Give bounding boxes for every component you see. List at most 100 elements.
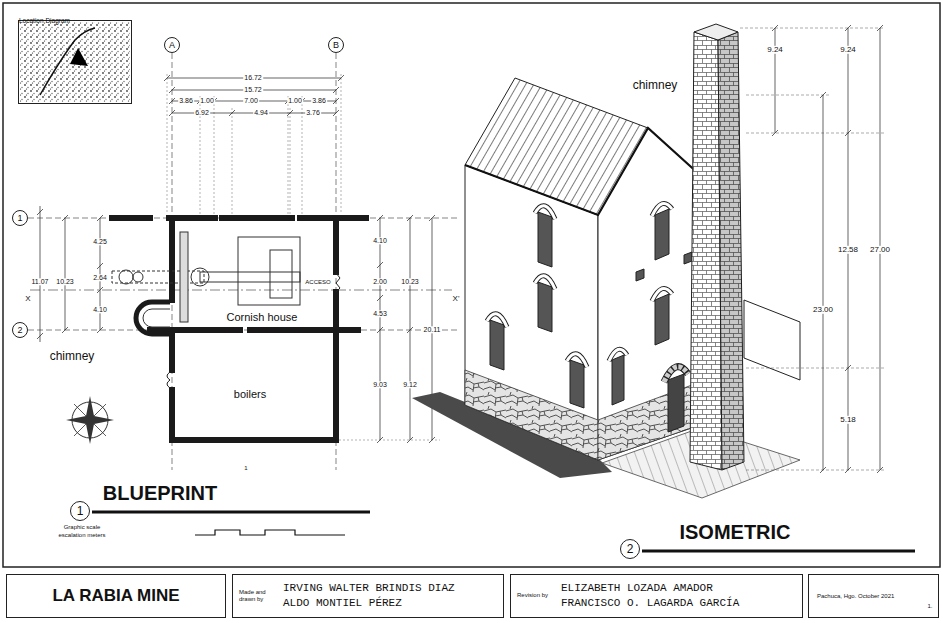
axis-label: X': [452, 295, 461, 303]
grid-label: 1: [17, 213, 22, 223]
label-anchor: 27.00: [869, 246, 891, 254]
grid-bubble: 2: [12, 322, 28, 338]
grid-bubble: A: [164, 37, 180, 53]
scale-caption: Graphic scale: [63, 524, 102, 530]
dimension-value: 6.92: [194, 109, 210, 116]
section-mark: 1: [243, 465, 248, 471]
label-anchor: 9.12: [402, 381, 418, 388]
door-label: ACCESO: [304, 279, 331, 285]
label-anchor: 4.25: [92, 238, 108, 245]
dimension-value: 3.76: [305, 109, 321, 116]
view-number-circle: 2: [620, 539, 640, 559]
label-anchor: 12.58: [837, 246, 859, 254]
view-number: 1: [77, 504, 84, 518]
dimension-value: 2.64: [92, 274, 108, 281]
credit-names: ELIZABETH LOZADA AMADOR FRANCISCO O. LAG…: [561, 581, 761, 611]
label-anchor: boilers: [233, 389, 267, 401]
view-number-circle: 1: [70, 501, 90, 521]
scale-caption: escalation meters: [57, 532, 106, 538]
label-anchor: 9.03: [372, 381, 388, 388]
credit-caption: Revision by: [517, 592, 553, 599]
view-title: BLUEPRINT: [102, 483, 218, 504]
dimension-value: 23.00: [812, 306, 834, 314]
dimension-value: 10.23: [400, 278, 420, 285]
label-anchor: 3.86: [311, 97, 327, 104]
label-anchor: ISOMETRIC: [678, 522, 791, 543]
dimension-value: 9.12: [402, 381, 418, 388]
label-anchor: 11.07: [31, 278, 50, 285]
label-anchor: 23.00: [812, 306, 834, 314]
label-anchor: 1.: [926, 603, 933, 609]
label-anchor: 3.76: [305, 109, 321, 116]
label-anchor: 20.11: [423, 326, 442, 333]
label-anchor: 10.23: [400, 278, 420, 285]
view-number: 2: [627, 542, 634, 556]
location-diagram-box: Location Diagram: [18, 20, 132, 104]
dimension-value: 2.00: [372, 278, 388, 285]
label-anchor: 2.64: [92, 274, 108, 281]
dimension-value: 1.00: [199, 97, 215, 104]
label-anchor: 1.00: [199, 97, 215, 104]
label-anchor: 5.18: [839, 416, 857, 424]
label-anchor: chimney: [49, 350, 96, 363]
label-anchor: 4.10: [92, 306, 108, 313]
dimension-value: 16.72: [243, 74, 263, 81]
drawing-title: LA RABIA MINE: [52, 586, 179, 606]
label-anchor: chimney: [632, 79, 679, 92]
dimension-value: 1.00: [287, 97, 303, 104]
label-anchor: escalation meters: [57, 532, 106, 538]
title-box: LA RABIA MINE: [6, 574, 226, 618]
axis-label: X: [24, 295, 31, 303]
grid-label: A: [169, 40, 175, 50]
room-label: Cornish house: [226, 312, 299, 324]
dimension-value: 7.00: [243, 97, 259, 104]
label-anchor: 2.00: [372, 278, 388, 285]
dimension-value: 4.25: [92, 238, 108, 245]
label-anchor: 3.86: [178, 97, 194, 104]
credit-box: Revision by ELIZABETH LOZADA AMADOR FRANC…: [510, 574, 803, 618]
place-date: Pachuca, Hgo. October 2021: [817, 593, 894, 599]
label-anchor: 4.10: [372, 237, 388, 244]
room-label: boilers: [233, 389, 267, 401]
label-anchor: 6.92: [194, 109, 210, 116]
label-anchor: 4.53: [372, 310, 388, 317]
dimension-value: 3.86: [311, 97, 327, 104]
dimension-value: 9.24: [766, 46, 784, 54]
dimension-value: 15.72: [243, 86, 263, 93]
dimension-value: 10.23: [55, 278, 75, 285]
dimension-value: 12.58: [837, 246, 859, 254]
dimension-value: 9.24: [839, 46, 857, 54]
dimension-value: 4.53: [372, 310, 388, 317]
label-anchor: 9.24: [839, 46, 857, 54]
label-anchor: 4.94: [253, 109, 269, 116]
label-anchor: Cornish house: [226, 312, 299, 324]
view-title: ISOMETRIC: [678, 522, 791, 543]
dimension-value: 11.07: [31, 278, 50, 285]
credit-caption: Made and drawn by: [239, 589, 275, 603]
label-anchor: 1.00: [287, 97, 303, 104]
label-anchor: 16.72: [243, 74, 263, 81]
diagram-caption: Location Diagram: [19, 17, 70, 24]
label-anchor: X: [24, 295, 31, 303]
dimension-value: 9.03: [372, 381, 388, 388]
label-anchor: 7.00: [243, 97, 259, 104]
label-anchor: 1: [243, 465, 248, 471]
dimension-value: 3.86: [178, 97, 194, 104]
dimension-value: 20.11: [423, 326, 442, 333]
label-anchor: 9.24: [766, 46, 784, 54]
credit-box: Made and drawn by IRVING WALTER BRINDIS D…: [232, 574, 504, 618]
label-anchor: Graphic scale: [63, 524, 102, 530]
grid-label: 2: [17, 325, 22, 335]
grid-label: B: [333, 40, 339, 50]
grid-bubble: 1: [12, 210, 28, 226]
credit-names: IRVING WALTER BRINDIS DIAZ ALDO MONTIEL …: [283, 581, 483, 611]
label-anchor: 10.23: [55, 278, 75, 285]
label-anchor: X': [452, 295, 461, 303]
dimension-value: 5.18: [839, 416, 857, 424]
dimension-value: 4.10: [92, 306, 108, 313]
part-label: chimney: [49, 350, 96, 363]
label-anchor: 15.72: [243, 86, 263, 93]
sheet-number: 1.: [926, 603, 933, 609]
dimension-value: 27.00: [869, 246, 891, 254]
